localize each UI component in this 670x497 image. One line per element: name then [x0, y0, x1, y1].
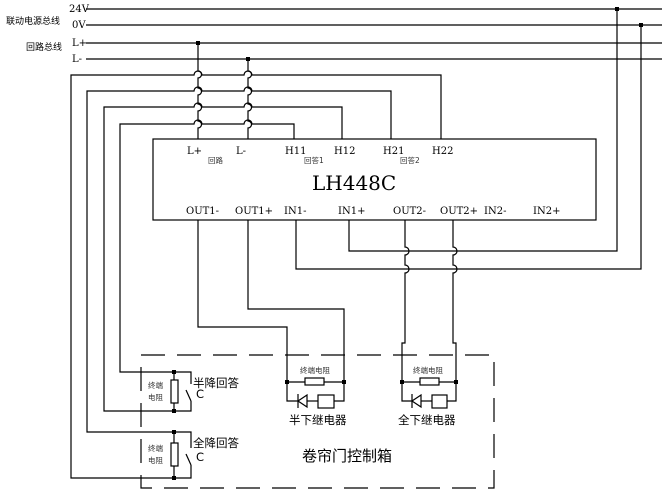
wire-out2-plus [452, 220, 458, 382]
contact-full-c: C [196, 450, 204, 464]
eol-resistor-relay-full [419, 377, 440, 386]
contact-full-upper [187, 431, 192, 448]
module-lh448c [152, 138, 597, 221]
diode-icon [296, 393, 308, 409]
junction-dot [172, 430, 176, 434]
wire-h21 [86, 86, 392, 433]
terminal-h12: H12 [334, 146, 355, 157]
group-label-loop: 回路 [208, 155, 223, 165]
relay-full-label: 全下继电器 [398, 413, 456, 427]
relay-full-right-wire [447, 382, 457, 402]
terminal-h22: H22 [432, 146, 453, 157]
terminal-out1-minus: OUT1- [186, 206, 219, 217]
terminal-out2-plus: OUT2+ [440, 206, 478, 217]
power-bus-group-label: 联动电源总线 [6, 15, 60, 27]
terminal-l-plus: L+ [187, 146, 202, 157]
bus-label-l-minus: L- [72, 54, 82, 65]
wire-l-plus-drop [197, 43, 203, 139]
eol-resistor-label: 终端电阻 [300, 365, 330, 375]
contact-half-blade [185, 389, 192, 402]
bus-label-0v: 0V [72, 20, 86, 31]
wire-out1-minus [197, 220, 288, 382]
wire-24v-to-in1-plus [348, 9, 618, 252]
wire-h22 [70, 70, 442, 479]
wire-l-minus-drop [247, 59, 253, 139]
diode-icon [410, 393, 422, 409]
relay-half-left-wire [286, 382, 298, 402]
junction-dot [172, 476, 176, 480]
contact-half-lower [187, 401, 192, 412]
relay-coil-icon [317, 394, 335, 409]
eol-resistor-label-1: 终端 [148, 380, 163, 390]
feedback-full-label: 全降回答 [193, 436, 239, 450]
terminal-out1-plus: OUT1+ [235, 206, 273, 217]
control-box-title: 卷帘门控制箱 [302, 447, 392, 465]
terminal-h11: H11 [285, 146, 306, 157]
eol-resistor-half [170, 379, 179, 404]
junction-dot [172, 409, 176, 413]
terminal-in2-minus: IN2- [484, 206, 506, 217]
relay-coil-icon [431, 394, 448, 409]
relay-half-label: 半下继电器 [289, 413, 347, 427]
wire-out1-plus [247, 220, 345, 382]
terminal-h21: H21 [383, 146, 404, 157]
relay-half-right-wire [334, 382, 345, 402]
bus-label-l-plus: L+ [72, 38, 87, 49]
contact-full-lower [187, 465, 192, 479]
wire-h12 [103, 102, 343, 412]
feedback-half-label: 半降回答 [193, 376, 239, 390]
wire-0v-to-in1-minus [295, 25, 642, 270]
bus-label-24v: 24V [69, 4, 90, 15]
eol-resistor-label: 终端电阻 [413, 365, 443, 375]
module-model-label: LH448C [312, 171, 396, 195]
terminal-l-minus: L- [236, 146, 246, 157]
terminal-in2-plus: IN2+ [533, 206, 560, 217]
contact-half-c: C [196, 387, 204, 401]
group-label-feedback-1: 回答1 [304, 155, 324, 165]
contact-full-blade [185, 453, 192, 466]
eol-resistor-full [170, 442, 179, 467]
eol-resistor-relay-half [304, 377, 325, 386]
wire-h11 [119, 119, 295, 373]
terminal-out2-minus: OUT2- [393, 206, 426, 217]
eol-resistor-label-2: 电阻 [148, 392, 163, 402]
terminal-in1-plus: IN1+ [338, 206, 365, 217]
loop-bus-group-label: 回路总线 [26, 41, 62, 53]
junction-dot [172, 370, 176, 374]
wire-out2-minus [401, 220, 410, 382]
eol-resistor-label-2: 电阻 [148, 455, 163, 465]
roller-shutter-control-box [140, 354, 495, 489]
contact-half-upper [187, 371, 192, 384]
terminal-in1-minus: IN1- [284, 206, 306, 217]
eol-resistor-label-1: 终端 [148, 443, 163, 453]
relay-full-left-wire [401, 382, 412, 402]
group-label-feedback-2: 回答2 [400, 155, 420, 165]
